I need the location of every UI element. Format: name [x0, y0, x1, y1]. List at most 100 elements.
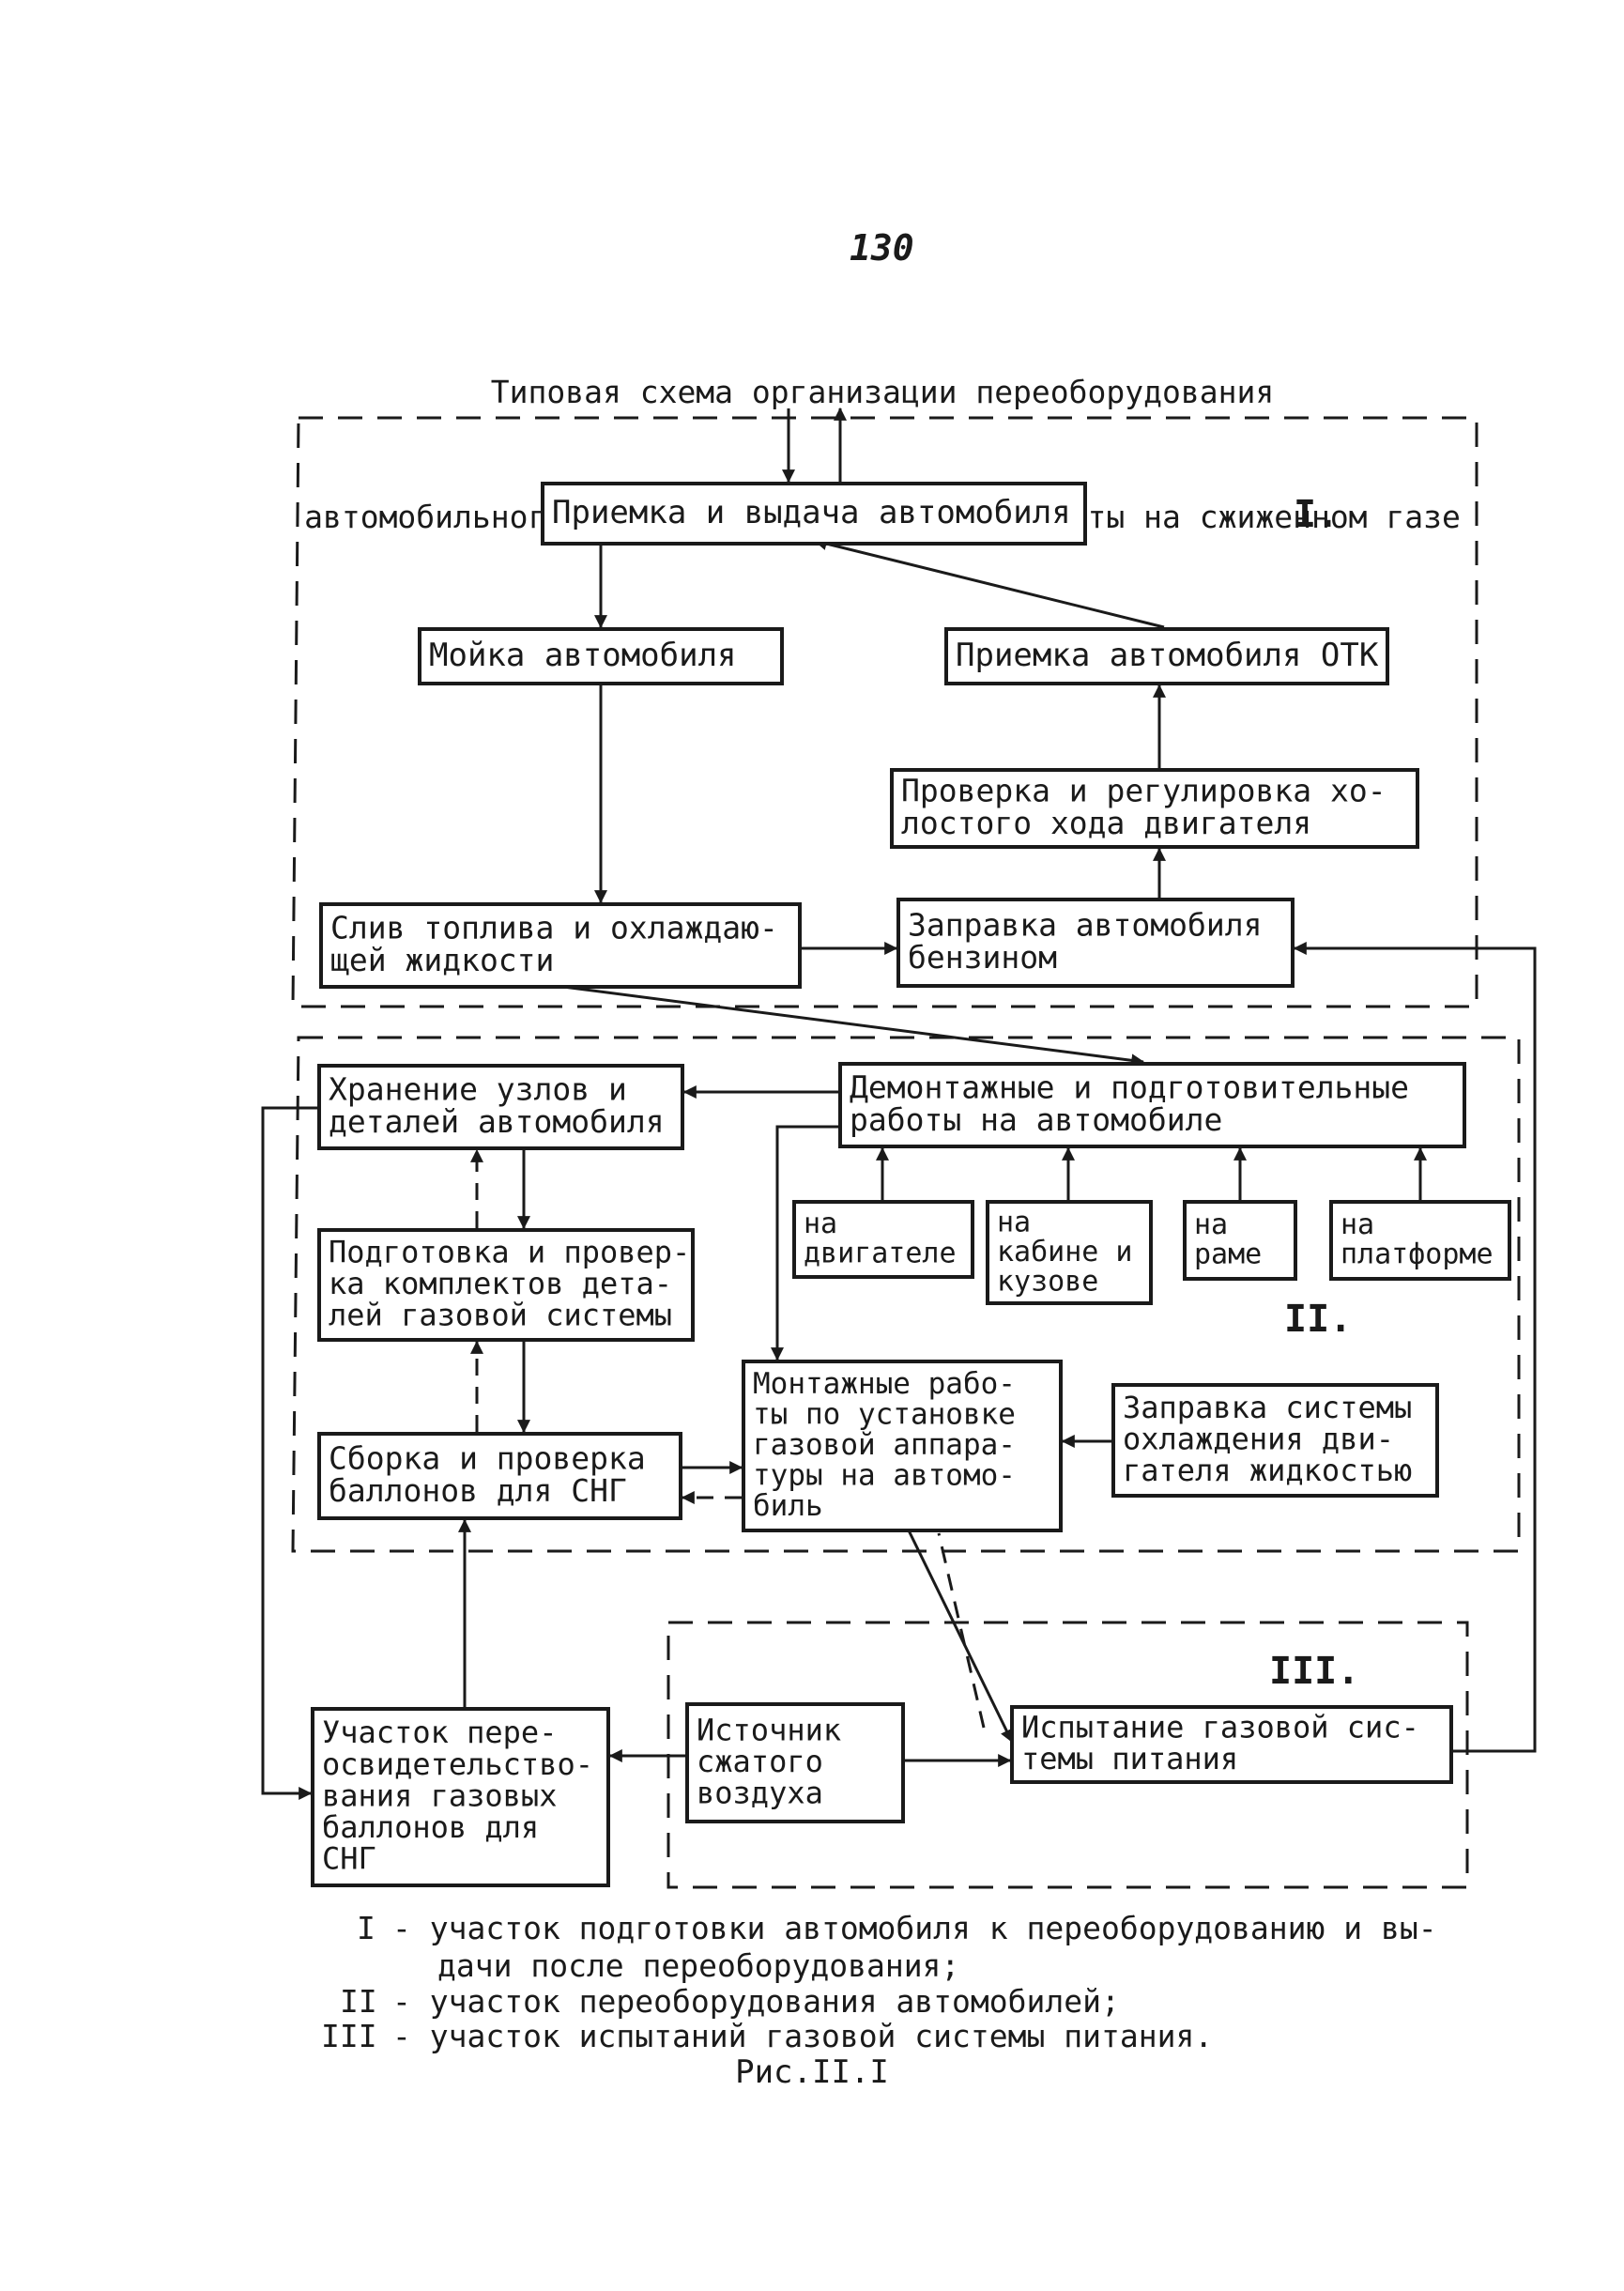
- box-text-line: деталей автомобиля: [329, 1103, 665, 1140]
- region-section-3: [666, 1621, 1469, 1889]
- box-frame: [944, 627, 1389, 685]
- arrow-otk-reception: [813, 537, 1165, 629]
- box-text-line: газовой аппара-: [753, 1428, 1016, 1462]
- box-otk: Приемка автомобиля ОТК: [944, 627, 1389, 685]
- box-kits: Подготовка и провер-ка комплектов дета-л…: [317, 1228, 695, 1342]
- box-text-line: биль: [753, 1489, 823, 1523]
- figure-caption: Рис.II.I: [735, 2053, 889, 2091]
- legend-text-1b: дачи после переоборудования;: [437, 1947, 960, 1984]
- box-text-line: вания газовых: [322, 1777, 557, 1813]
- arrow-gastest-petrol: [1293, 942, 1537, 1753]
- legend-text-3: - участок испытаний газовой системы пита…: [392, 2018, 1214, 2054]
- box-text-line: Участок пере-: [322, 1714, 557, 1750]
- box-text-line: СНГ: [322, 1841, 376, 1877]
- box-text-line: Демонтажные и подготовительные: [850, 1069, 1409, 1105]
- box-text-line: баллонов для СНГ: [329, 1472, 627, 1509]
- box-text-line: сжатого: [697, 1744, 823, 1779]
- section-label-2: II.: [1284, 1298, 1353, 1341]
- box-text-line: Испытание газовой сис-: [1021, 1710, 1419, 1745]
- box-text-line: Приемка автомобиля ОТК: [956, 637, 1379, 674]
- section-label-3: III.: [1269, 1650, 1360, 1693]
- box-frame: [1111, 1383, 1439, 1498]
- box-gas-test: Испытание газовой сис-темы питания: [1010, 1705, 1453, 1784]
- box-text-line: лей газовой системы: [329, 1298, 672, 1333]
- legend-mark-3: III: [321, 2018, 377, 2054]
- box-text-line: охлаждения дви-: [1123, 1421, 1394, 1456]
- box-frame: [317, 1228, 695, 1342]
- box-text-line: на: [1194, 1208, 1228, 1241]
- box-frame: [319, 902, 802, 989]
- box-reception: Приемка и выдача автомобиля: [541, 482, 1087, 546]
- box-frame: [1183, 1200, 1297, 1281]
- box-text-line: Заправка системы: [1123, 1390, 1412, 1425]
- legend-text-2: - участок переоборудования автомобилей;: [392, 1983, 1120, 2020]
- line-gastest-mounting: [937, 1532, 986, 1729]
- arrow-dismount-mounting: [771, 1125, 840, 1361]
- box-text-line: лостого хода двигателя: [901, 805, 1311, 841]
- box-frame: [1329, 1200, 1511, 1281]
- title-line-1: Типовая схема организации переоборудован…: [490, 374, 1275, 411]
- box-text-line: двигателе: [804, 1238, 957, 1270]
- box-text-line: гателя жидкостью: [1123, 1453, 1412, 1488]
- box-recert: Участок пере-освидетельство-вания газовы…: [311, 1707, 610, 1887]
- arrow-drain-dismount: [562, 985, 1145, 1068]
- box-frame: [418, 627, 784, 685]
- legend-mark-1: I: [357, 1910, 375, 1946]
- region-section-2: [291, 1036, 1521, 1553]
- box-text-line: на: [997, 1206, 1031, 1238]
- legend-mark-2: II: [340, 1983, 377, 2020]
- page-number: 130: [850, 227, 914, 269]
- box-text-line: ты по установке: [753, 1398, 1016, 1432]
- box-idle-check: Проверка и регулировка хо-лостого хода д…: [890, 768, 1419, 849]
- box-text-line: Источник: [697, 1712, 841, 1747]
- box-frame: [838, 1062, 1466, 1148]
- box-frame: [792, 1200, 974, 1279]
- section-label-1: I.: [1294, 493, 1340, 536]
- box-frame: [890, 768, 1419, 849]
- box-text-line: туры на автомо-: [753, 1459, 1016, 1493]
- box-text-line: щей жидкости: [330, 942, 554, 978]
- box-text-line: платформе: [1341, 1238, 1494, 1271]
- box-text-line: баллонов для: [322, 1809, 539, 1845]
- box-frame: [685, 1702, 905, 1823]
- box-text-line: раме: [1194, 1238, 1262, 1271]
- arrow-storage-recert: [261, 1106, 319, 1800]
- box-drain: Слив топлива и охлаждаю-щей жидкости: [319, 902, 802, 989]
- arrow-mounting-gastest: [907, 1530, 1014, 1744]
- box-frame: [986, 1200, 1153, 1305]
- box-frame: [1010, 1705, 1453, 1784]
- box-text-line: Хранение узлов и: [329, 1070, 627, 1107]
- box-text-line: Сборка и проверка: [329, 1439, 646, 1476]
- box-text-line: на: [804, 1207, 837, 1240]
- box-frame: [896, 898, 1295, 988]
- box-text-line: на: [1341, 1208, 1374, 1241]
- box-text-line: Мойка автомобиля: [429, 637, 737, 674]
- box-text-line: кузове: [997, 1265, 1098, 1298]
- box-text-line: освидетельство-: [322, 1746, 593, 1782]
- box-text-line: Заправка автомобиля: [908, 906, 1263, 943]
- box-washing: Мойка автомобиля: [418, 627, 784, 685]
- box-text-line: ка комплектов дета-: [329, 1266, 672, 1301]
- box-text-line: воздуха: [697, 1776, 823, 1811]
- box-text-line: кабине и: [997, 1236, 1133, 1269]
- box-text-line: Проверка и регулировка хо-: [901, 772, 1387, 808]
- box-frame: [311, 1707, 610, 1887]
- box-text-line: Приемка и выдача автомобиля: [552, 494, 1071, 531]
- box-text-line: работы на автомобиле: [850, 1101, 1222, 1138]
- box-frame: [541, 482, 1087, 546]
- box-text-line: темы питания: [1021, 1741, 1238, 1776]
- box-frame: [317, 1064, 684, 1150]
- box-frame: [742, 1360, 1063, 1532]
